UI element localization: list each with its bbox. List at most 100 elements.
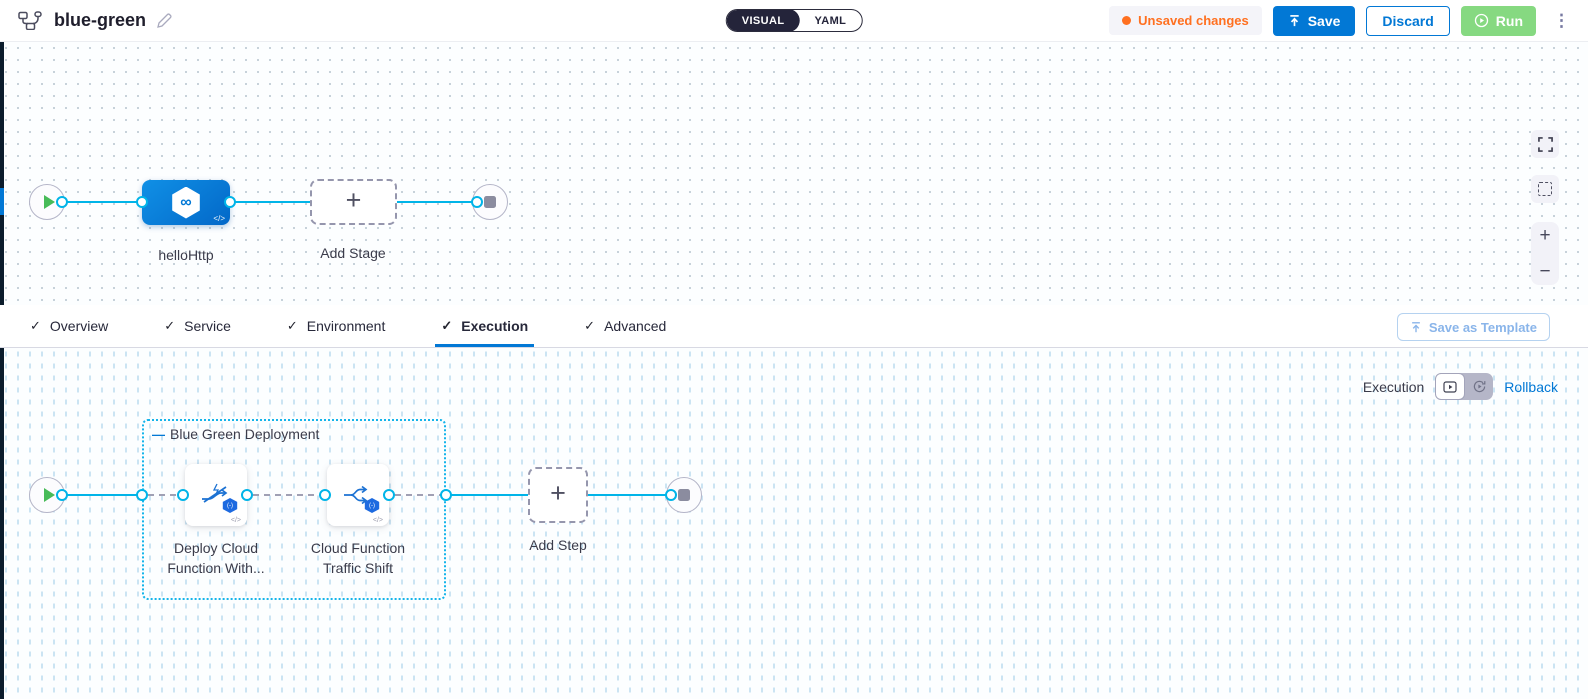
step-label: Deploy Cloud Function With... bbox=[167, 540, 265, 576]
header-actions: Unsaved changes Save Discard Run ⋮ bbox=[1109, 5, 1576, 36]
stage-node-hellohttp[interactable]: ∞ </> bbox=[142, 180, 230, 225]
add-stage-button[interactable]: + bbox=[310, 179, 397, 225]
rollback-steps-icon bbox=[1473, 380, 1486, 393]
toggle-yaml[interactable]: YAML bbox=[814, 14, 847, 27]
link-line bbox=[446, 494, 528, 496]
tab-label: Environment bbox=[306, 318, 386, 334]
more-options-icon[interactable]: ⋮ bbox=[1553, 10, 1570, 30]
save-as-template-button[interactable]: Save as Template bbox=[1396, 313, 1550, 341]
discard-button-label: Discard bbox=[1382, 12, 1434, 29]
plus-icon: + bbox=[550, 478, 566, 508]
tab-label: Advanced bbox=[604, 318, 667, 334]
step-group-header[interactable]: — Blue Green Deployment bbox=[152, 426, 319, 442]
zoom-in-button[interactable]: + bbox=[1539, 225, 1551, 246]
add-step-button[interactable]: + bbox=[528, 467, 588, 523]
execution-rollback-toggle bbox=[1435, 373, 1494, 400]
execution-mode-label: Execution bbox=[1362, 378, 1425, 395]
traffic-shift-icon bbox=[344, 485, 368, 505]
check-icon: ✓ bbox=[164, 318, 176, 333]
link-line bbox=[62, 201, 142, 203]
tab-service[interactable]: ✓ Service bbox=[164, 305, 231, 347]
connector-port bbox=[56, 196, 68, 208]
connector-port bbox=[136, 489, 148, 501]
code-icon: </> bbox=[213, 214, 225, 223]
save-button[interactable]: Save bbox=[1272, 5, 1356, 36]
start-play-icon bbox=[43, 195, 55, 209]
visual-yaml-toggle: VISUAL YAML bbox=[725, 9, 863, 32]
step-node-traffic-shift[interactable]: (-) </> bbox=[327, 464, 389, 526]
fullscreen-button[interactable] bbox=[1531, 130, 1559, 158]
unsaved-dot-icon bbox=[1122, 16, 1132, 25]
step-label: Cloud Function Traffic Shift bbox=[310, 540, 406, 576]
rollback-link[interactable]: Rollback bbox=[1504, 378, 1558, 395]
tab-label: Service bbox=[184, 318, 231, 334]
function-badge-glyph: (-) bbox=[227, 502, 233, 509]
run-button-label: Run bbox=[1495, 12, 1523, 29]
step-node-deploy-cloud-function[interactable]: (-) </> bbox=[185, 464, 247, 526]
add-step-label: Add Step bbox=[529, 537, 587, 553]
connector-port bbox=[136, 196, 148, 208]
start-play-icon bbox=[43, 488, 55, 502]
pipeline-icon bbox=[18, 11, 42, 30]
tab-execution[interactable]: ✓ Execution bbox=[435, 305, 534, 347]
zoom-out-button[interactable]: − bbox=[1539, 261, 1551, 282]
stop-square-icon bbox=[678, 489, 690, 501]
zoom-controls: + − bbox=[1531, 222, 1559, 285]
select-mode-button[interactable] bbox=[1531, 175, 1559, 203]
collapsed-nav-strip bbox=[0, 42, 4, 699]
stage-label: helloHttp bbox=[158, 247, 214, 263]
header: blue-green VISUAL YAML Unsaved changes S… bbox=[0, 0, 1588, 42]
template-upload-icon bbox=[1411, 321, 1420, 332]
connector-port bbox=[224, 196, 236, 208]
execution-steps-icon bbox=[1443, 380, 1457, 393]
connector-port bbox=[665, 489, 677, 501]
connector-port bbox=[440, 489, 452, 501]
connector-port bbox=[241, 489, 253, 501]
edit-icon[interactable] bbox=[156, 12, 172, 29]
run-play-icon bbox=[1474, 13, 1488, 28]
function-badge-glyph: (-) bbox=[369, 502, 375, 509]
tab-label: Overview bbox=[49, 318, 109, 334]
save-upload-icon bbox=[1290, 14, 1299, 26]
deploy-cloud-function-icon bbox=[202, 483, 228, 503]
tab-label: Execution bbox=[461, 318, 529, 334]
connector-port bbox=[471, 196, 483, 208]
link-line bbox=[397, 201, 477, 203]
link-line-dashed bbox=[148, 494, 183, 496]
run-button[interactable]: Run bbox=[1460, 5, 1536, 36]
check-icon: ✓ bbox=[30, 318, 41, 333]
execution-segment[interactable] bbox=[1435, 373, 1466, 400]
nav-active-indicator bbox=[0, 188, 4, 215]
page-title: blue-green bbox=[54, 10, 147, 30]
connector-port bbox=[383, 489, 395, 501]
step-group-label: Blue Green Deployment bbox=[170, 426, 320, 442]
toggle-visual[interactable]: VISUAL bbox=[726, 10, 800, 31]
link-line-dashed bbox=[395, 494, 446, 496]
stop-square-icon bbox=[484, 196, 496, 208]
tab-environment[interactable]: ✓ Environment bbox=[287, 305, 386, 347]
stage-type-icon: ∞ bbox=[172, 186, 200, 219]
stage-tabbar: ✓ Overview ✓ Service ✓ Environment ✓ Exe… bbox=[0, 305, 1588, 348]
link-line bbox=[62, 494, 142, 496]
discard-button[interactable]: Discard bbox=[1366, 5, 1450, 36]
save-button-label: Save bbox=[1307, 12, 1341, 29]
function-badge-icon: (-) bbox=[364, 498, 380, 513]
unsaved-changes-badge: Unsaved changes bbox=[1109, 6, 1262, 35]
code-icon: </> bbox=[372, 517, 383, 524]
rollback-segment[interactable] bbox=[1465, 373, 1493, 400]
collapse-icon[interactable]: — bbox=[152, 426, 165, 442]
tab-advanced[interactable]: ✓ Advanced bbox=[584, 305, 666, 347]
marquee-select-icon bbox=[1538, 182, 1552, 196]
step-group-blue-green-deployment[interactable] bbox=[142, 419, 446, 600]
link-line bbox=[588, 494, 671, 496]
add-stage-label: Add Stage bbox=[320, 245, 386, 261]
unsaved-changes-label: Unsaved changes bbox=[1138, 13, 1249, 28]
infinity-glyph: ∞ bbox=[180, 193, 192, 211]
execution-mode-row: Execution Rollback bbox=[1363, 373, 1558, 400]
tab-overview[interactable]: ✓ Overview bbox=[30, 305, 108, 347]
fullscreen-icon bbox=[1537, 136, 1553, 152]
plus-icon: + bbox=[345, 185, 362, 215]
check-icon: ✓ bbox=[584, 318, 596, 333]
link-line-dashed bbox=[253, 494, 325, 496]
